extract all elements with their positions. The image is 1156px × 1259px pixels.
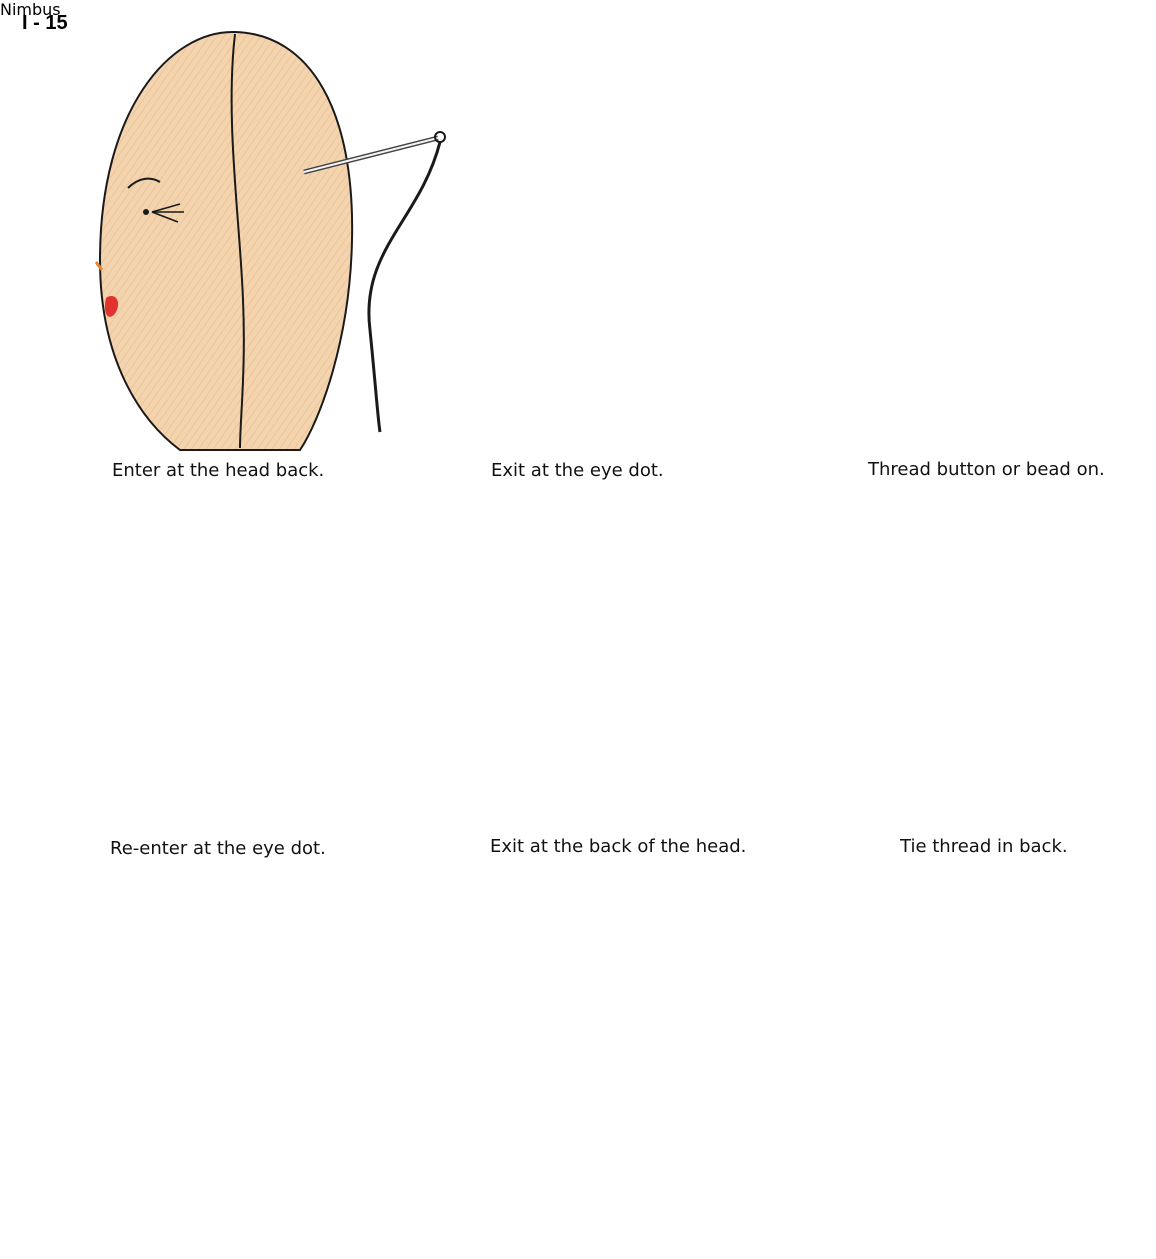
step-2-caption: Exit at the eye dot. [491,460,664,481]
step-1-head [100,32,352,450]
step-1-figure [96,32,445,450]
step-5-caption: Exit at the back of the head. [490,836,746,857]
step-4-caption: Re-enter at the eye dot. [110,838,326,859]
step-3-caption: Thread button or bead on. [868,459,1105,480]
step-1-eye-dot [143,209,149,215]
step-1-caption: Enter at the head back. [112,460,324,481]
step-6-caption: Tie thread in back. [900,836,1068,857]
step-1-thread [369,142,440,432]
